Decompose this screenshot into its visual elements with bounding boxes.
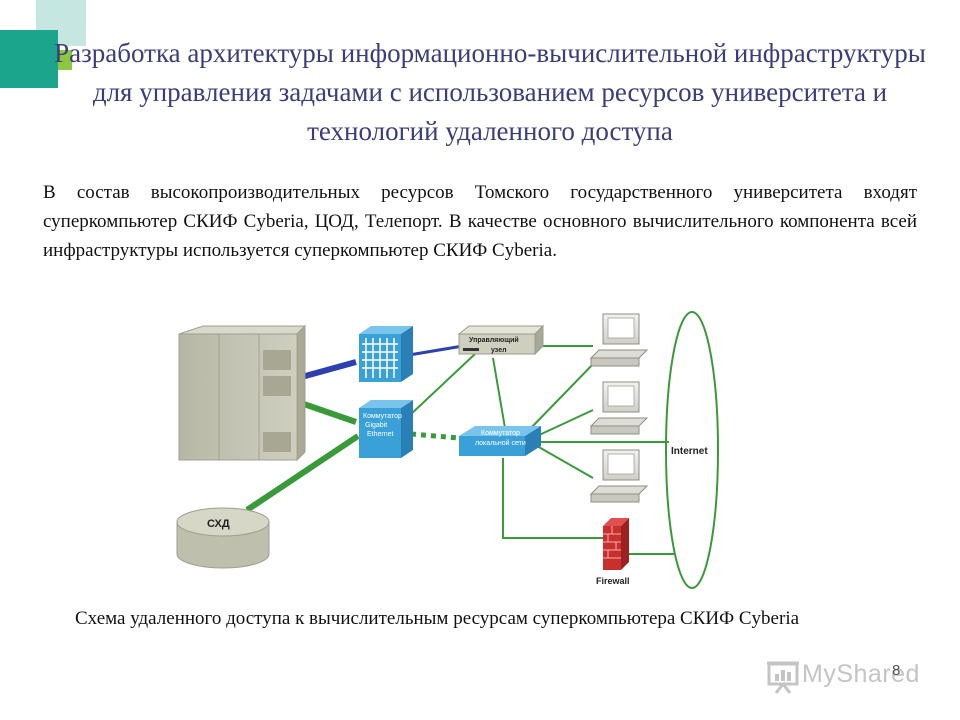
internet-cloud: Internet bbox=[665, 311, 719, 589]
link-gigabit-to-control-node bbox=[408, 353, 476, 417]
blue-grid-switch bbox=[359, 326, 413, 382]
svg-text:Управляющий узел: Управляющий узел bbox=[469, 336, 521, 354]
gigabit-switch-label-1: Коммутатор bbox=[363, 413, 402, 420]
watermark-text: MyShared bbox=[802, 660, 920, 688]
diagram-caption: Схема удаленного доступа к вычислительны… bbox=[75, 608, 800, 629]
link-cabinet-to-blue-switch bbox=[297, 359, 357, 381]
supercomputer-cabinet bbox=[178, 324, 307, 462]
control-node-label-2: узел bbox=[491, 347, 507, 354]
intro-paragraph: В состав высокопроизводительных ресурсов… bbox=[43, 182, 917, 261]
gigabit-switch-label-3: Ethernet bbox=[367, 431, 394, 438]
myshared-watermark: MyShared bbox=[766, 656, 926, 696]
lan-switch-label-2: локальной сети bbox=[475, 439, 526, 447]
link-cabinet-to-gigabit-switch bbox=[297, 399, 357, 425]
workstation-1 bbox=[589, 313, 649, 367]
control-node: Управляющий узел bbox=[457, 324, 545, 356]
link-control-to-lan-switch bbox=[492, 357, 506, 429]
internet-label: Internet bbox=[671, 446, 708, 457]
page-number: 8 bbox=[892, 662, 901, 679]
control-node-label-1: Управляющий bbox=[469, 336, 519, 344]
firewall-wall: Firewall bbox=[596, 518, 630, 586]
svg-text:Коммутатор Gigabit: Коммутатор Gigabit Ethernet bbox=[363, 413, 404, 438]
lan-switch: Коммутатор локальной сети bbox=[459, 426, 541, 456]
corner-block-lime bbox=[58, 50, 72, 70]
gigabit-switch: Коммутатор Gigabit Ethernet bbox=[359, 400, 413, 458]
link-lan-to-pc1 bbox=[528, 359, 598, 431]
lan-switch-label-1: Коммутатор bbox=[481, 430, 520, 437]
storage-label: СХД bbox=[207, 518, 230, 530]
link-gigabit-to-lan-switch-dotted bbox=[410, 431, 460, 441]
workstation-3 bbox=[589, 449, 649, 503]
svg-text:Коммутатор локальной сет: Коммутатор локальной сети bbox=[475, 430, 526, 447]
storage-cylinder: СХД bbox=[176, 507, 270, 569]
corner-block-teal bbox=[0, 30, 58, 88]
firewall-label: Firewall bbox=[596, 576, 630, 586]
link-lan-to-pc2 bbox=[536, 409, 594, 437]
links bbox=[245, 344, 675, 555]
link-storage-to-gigabit-switch bbox=[245, 433, 360, 513]
gigabit-switch-label-2: Gigabit bbox=[365, 422, 387, 429]
link-lan-to-pc3 bbox=[536, 445, 594, 479]
slide-title: Разработка архитектуры информационно-выч… bbox=[54, 38, 926, 146]
network-diagram: СХД Коммутатор Gigabit Ethernet Упра bbox=[176, 311, 719, 589]
link-lan-to-firewall bbox=[502, 458, 603, 539]
presentation-icon bbox=[767, 661, 799, 694]
workstation-2 bbox=[589, 381, 649, 435]
link-blue-switch-to-control-node bbox=[408, 344, 464, 357]
